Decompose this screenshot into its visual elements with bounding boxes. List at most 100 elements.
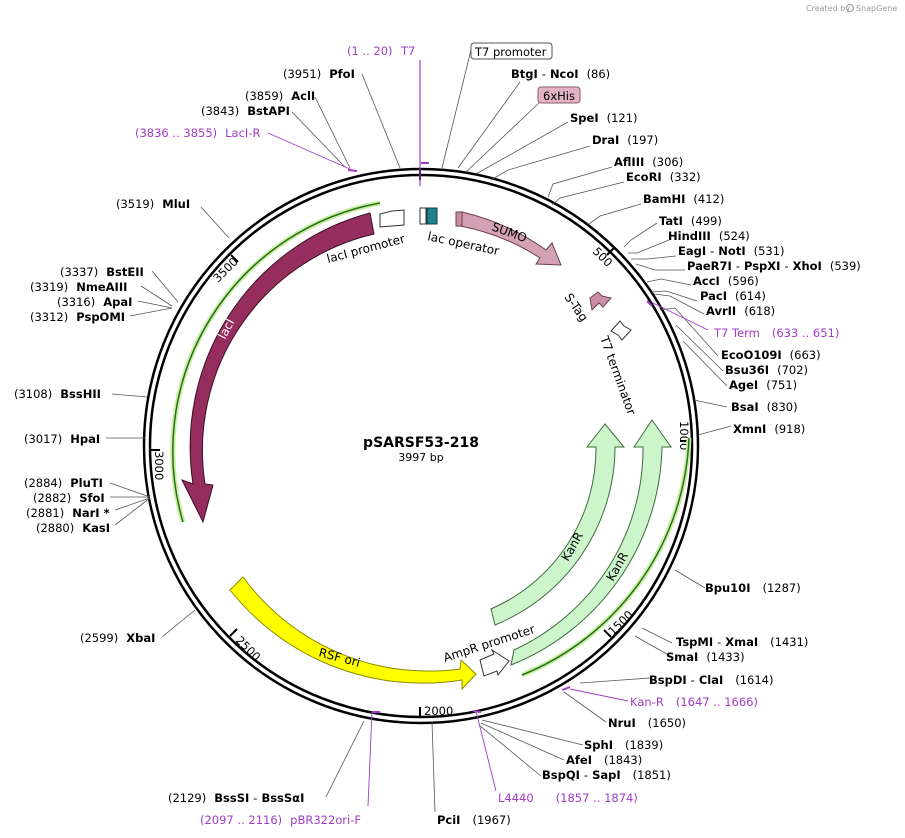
t7-promoter-tag[interactable] [470,42,553,60]
enzyme-bsteii[interactable]: (3337)BstEII [60,265,144,279]
enzyme-avrii[interactable]: AvrII(618) [706,304,775,318]
enzyme-pspomi[interactable]: (3312)PspOMI [30,310,125,324]
l4440-name: L4440 [498,791,534,805]
enzyme-btgi[interactable]: BtgI-NcoI(86) [511,67,610,81]
sumo-arrow[interactable] [459,211,562,266]
l4440-range: (1857 .. 1874) [556,791,638,805]
his-tag-badge[interactable] [537,86,581,104]
kanr-orf-line [521,437,690,676]
primer-kan-r[interactable]: Kan-R (1647 .. 1666) [630,695,758,709]
bsteii-name: BstEII [106,265,144,279]
kanr-inner-arrow[interactable] [490,423,626,626]
enzyme-sfoi[interactable]: (2882)SfoI [33,491,105,505]
enzyme-spei[interactable]: SpeI(121) [570,111,638,125]
enzyme-paci[interactable]: PacI(614) [700,289,766,303]
smai-pos: (1433) [706,650,744,664]
acli-name: AclI [291,89,315,103]
enzyme-bpu10i[interactable]: Bpu10I(1287) [705,581,801,595]
acci-name: AccI [693,274,720,288]
bsssi-pos: (2129) [168,791,206,805]
his-tag-box[interactable] [455,211,463,227]
stag-label: S-Tag [562,291,591,325]
enzyme-xmni[interactable]: XmnI(918) [733,422,805,436]
kanr-outer-arrow[interactable] [510,419,672,666]
leader-bspdi [579,677,651,684]
enzyme-pfoi[interactable]: (3951)PfoI [283,67,355,81]
stag-arrow[interactable] [589,291,612,312]
enzyme-hpai[interactable]: (3017)HpaI [24,432,100,446]
kasi-pos: (2880) [36,521,74,535]
leader-kasi [114,497,151,526]
afliii-name: AflIII [614,155,644,169]
xmni-name: XmnI [733,422,766,436]
enzyme-bstapi[interactable]: (3843)BstAPI [201,104,290,118]
bspdi-dash: - [691,673,695,687]
enzyme-eco0109i[interactable]: EcoO109I(663) [721,348,821,362]
enzyme-afei[interactable]: AfeI(1843) [566,753,642,767]
enzyme-hindiii[interactable]: HindIII(524) [668,229,750,243]
enzyme-acli[interactable]: (3859)AclI [245,89,315,103]
enzyme-pluti[interactable]: (2884)PluTI [24,476,103,490]
enzyme-xbai[interactable]: (2599)XbaI [80,631,155,645]
leader-aflii [547,166,613,198]
ampr-promoter-arrow[interactable] [479,648,510,677]
enzyme-nrui[interactable]: NruI(1650) [608,716,686,730]
laci-arrow[interactable] [180,212,375,524]
enzyme-sphi[interactable]: SphI(1839) [584,738,663,752]
primer-laci-r[interactable]: (3836 .. 3855)LacI-R [135,126,260,140]
enzyme-bspqi[interactable]: BspQI-SapI(1851) [542,768,671,782]
lac-operator-box[interactable] [426,207,438,225]
enzyme-bsu36i[interactable]: Bsu36I(702) [725,363,808,377]
enzyme-agei[interactable]: AgeI(751) [729,378,797,392]
enzyme-bsssi[interactable]: (2129)BssSI-BssSαI [168,791,304,805]
enzyme-tspmi[interactable]: TspMI-XmaI(1431) [676,635,808,649]
kan-r-range: (1647 .. 1666) [676,695,758,709]
nrui-name: NruI [608,716,636,730]
agei-pos: (751) [766,378,797,392]
primer-t7-term[interactable]: T7 Term (633 .. 651) [713,326,839,340]
leader-acci [646,278,692,286]
enzyme-eagi[interactable]: EagI-NotI(531) [678,244,785,258]
primer-l4440[interactable]: L4440 (1857 .. 1874) [498,791,638,805]
bstapi-name: BstAPI [247,104,290,118]
enzyme-mlui[interactable]: (3519)MluI [116,197,190,211]
enzyme-smai[interactable]: SmaI(1433) [666,650,745,664]
rsf-ori-arrow[interactable] [229,576,477,691]
t7-term-name: T7 Term [713,326,760,340]
plasmid-size: 3997 bp [398,451,443,464]
enzyme-pcii[interactable]: PciI(1967) [437,813,511,827]
mlui-pos: (3519) [116,197,154,211]
enzyme-bspdi[interactable]: BspDI-ClaI(1614) [649,673,774,687]
leader-pbr322 [367,711,373,807]
enzyme-acci[interactable]: AccI(596) [693,274,759,288]
enzyme-bsai[interactable]: BsaI(830) [731,400,798,414]
bamhi-name: BamHI [643,192,685,206]
tick-label-1500: 1500 [605,608,636,639]
kan-r-name: Kan-R [630,695,664,709]
leader-drai [490,145,591,181]
enzyme-bamhi[interactable]: BamHI(412) [643,192,724,206]
sapi-name: SapI [592,768,621,782]
nmeaiii-name: NmeAIII [76,280,127,294]
t7-primer-name[interactable]: T7 [400,44,415,58]
laci-promoter-arrow[interactable] [379,209,405,228]
tick-500 [606,247,615,256]
enzyme-afliii[interactable]: AflIII(306) [614,155,683,169]
enzyme-bsshii[interactable]: (3108)BssHII [14,387,101,401]
drai-name: DraI [592,133,619,147]
primer-pbr322[interactable]: (2097 .. 2116)pBR322ori-F [200,813,361,827]
enzyme-apai[interactable]: (3316)ApaI [57,295,132,309]
enzyme-kasi[interactable]: (2880)KasI [36,521,110,535]
t7-terminator-arrow[interactable] [610,320,632,341]
pbr322-range: (2097 .. 2116) [200,813,282,827]
enzyme-nmeaiii[interactable]: (3319)NmeAIII [30,280,127,294]
enzyme-tati[interactable]: TatI(499) [659,214,722,228]
enzyme-nari[interactable]: (2881)NarI * [26,506,110,520]
t7-promoter-box[interactable] [419,207,427,225]
t7-term-range: (633 .. 651) [772,326,840,340]
enzyme-drai[interactable]: DraI(197) [592,133,658,147]
tick-label-3000: 3000 [152,451,166,480]
eagi-pos: (531) [754,244,785,258]
enzyme-paer7i[interactable]: PaeR7I-PspXI-XhoI(539) [687,259,861,273]
enzyme-ecori[interactable]: EcoRI(332) [626,170,701,184]
